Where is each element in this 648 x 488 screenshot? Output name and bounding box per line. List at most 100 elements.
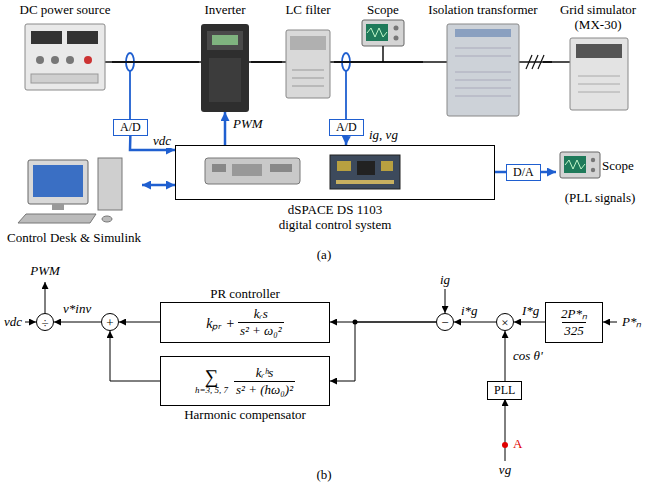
operator-sign: + <box>106 316 113 329</box>
numerator: kᵣs <box>252 306 270 322</box>
converter-box: A/D <box>113 119 148 136</box>
dc-source-picture <box>25 24 105 90</box>
equipment: DC power source <box>18 0 112 92</box>
pll-label: PLL <box>494 383 515 397</box>
numerator: 2P*ₙ <box>559 306 589 322</box>
formula: ∑h=3, 5, 7kᵣʰss² + (hω₀)² <box>195 365 295 397</box>
scope: Scope (PLL signals) <box>556 148 644 210</box>
scope-picture <box>560 152 600 178</box>
dspace-boards <box>205 155 400 189</box>
signal-label: P*ₙ <box>621 315 642 329</box>
converter-label: A/D <box>120 120 141 134</box>
converter-box: A/D <box>329 119 364 136</box>
sum-range: h=3, 5, 7 <box>195 386 228 396</box>
scope-picture <box>362 20 404 46</box>
sum-column: ∑h=3, 5, 7 <box>195 367 228 396</box>
signal-label: i*g <box>460 304 479 318</box>
equipment: Inverter <box>199 0 251 112</box>
denominator: s² + (hω₀)² <box>234 381 295 398</box>
signal-label: ig <box>439 273 451 287</box>
panel-caption: (b) <box>315 468 332 482</box>
scope-label: Scope <box>602 158 634 173</box>
equipment-label: Scope <box>367 2 399 17</box>
operator-sign: × <box>501 316 508 329</box>
connector <box>543 61 552 63</box>
scope-note: (PLL signals) <box>565 190 636 205</box>
operator-circle: × <box>496 313 514 331</box>
equipment-label: LC filter <box>285 2 330 17</box>
equipment: Grid simulator (MX-30) <box>552 0 644 112</box>
connector <box>119 322 160 323</box>
equipment-label: Inverter <box>204 2 245 17</box>
signal-label: cos θ' <box>512 349 544 363</box>
computer: Control Desk & Simulink <box>6 156 142 246</box>
connector <box>330 322 436 381</box>
converter-box: D/A <box>506 164 541 181</box>
equipment-label: Grid simulator (MX-30) <box>552 2 644 32</box>
sum-sign: ∑ <box>205 367 219 386</box>
lc-filter-picture <box>286 30 330 98</box>
signal-label: vdc <box>3 315 23 329</box>
grid-hatch <box>526 55 544 69</box>
signal-label: PWM <box>29 264 61 278</box>
connector <box>110 331 160 381</box>
equipment: Scope <box>358 0 408 48</box>
connector <box>514 322 545 323</box>
operator-sign: ÷ <box>41 316 48 329</box>
computer-picture <box>18 158 122 223</box>
connector <box>334 61 423 63</box>
fraction: kᵣss² + ω₀² <box>238 306 284 338</box>
equipment: LC filter <box>282 0 334 100</box>
controller-box: PR controllerkₚᵣ +kᵣss² + ω₀² <box>160 302 330 343</box>
compensator-box: ∑h=3, 5, 7kᵣʰss² + (hω₀)²Harmonic compen… <box>160 356 330 406</box>
operator-circle: + <box>101 313 119 331</box>
equipment-label: Isolation transformer <box>428 2 537 17</box>
probe-point <box>502 442 508 448</box>
denominator: 325 <box>562 322 586 339</box>
connector <box>112 61 199 63</box>
panel-caption: (a) <box>316 248 332 262</box>
connector <box>454 322 496 323</box>
signal-label: vg <box>498 463 512 477</box>
connector <box>505 331 506 381</box>
block-title: Harmonic compensator <box>184 407 306 422</box>
computer-label: Control Desk & Simulink <box>7 230 141 245</box>
inverter-picture <box>201 24 249 112</box>
transformer-picture <box>447 24 519 116</box>
connector <box>541 171 556 174</box>
signal-label: v*inv <box>62 302 92 316</box>
gain-box: 2P*ₙ325 <box>545 302 603 343</box>
controller-label: dSPACE DS 1103 digital control system <box>274 202 396 232</box>
signal-label: I*g <box>521 304 540 318</box>
operator-circle: ÷ <box>36 313 54 331</box>
equipment: Isolation transformer <box>423 0 543 118</box>
connector <box>251 61 282 63</box>
fraction: 2P*ₙ325 <box>559 306 589 338</box>
block-title: PR controller <box>210 286 280 301</box>
operator-circle: − <box>436 313 454 331</box>
connector <box>345 136 348 145</box>
controller-box: dSPACE DS 1103 digital control system <box>175 145 495 200</box>
denominator: s² + ω₀² <box>238 322 284 339</box>
signal-label: A <box>512 437 523 451</box>
signal-label: ig, vg <box>368 128 399 142</box>
operator-sign: − <box>441 316 448 329</box>
formula-term: kₚᵣ + <box>206 313 235 332</box>
converter-label: A/D <box>336 120 357 134</box>
scope-probe-wire <box>382 46 384 62</box>
converter-label: D/A <box>513 165 534 179</box>
current-sensor <box>126 53 350 119</box>
grid-simulator-picture <box>570 38 628 110</box>
signal-label: PWM <box>232 117 264 131</box>
signal-label: vdc <box>152 134 172 148</box>
numerator: kᵣʰs <box>254 365 276 381</box>
connector <box>495 171 506 174</box>
pll-box: PLL <box>487 381 522 400</box>
equipment-label: DC power source <box>20 2 111 17</box>
fraction: kᵣʰss² + (hω₀)² <box>234 365 295 397</box>
signal-wires <box>25 282 617 461</box>
connector <box>54 322 101 323</box>
connector <box>142 184 175 187</box>
formula: kₚᵣ +kᵣss² + ω₀² <box>206 306 283 338</box>
